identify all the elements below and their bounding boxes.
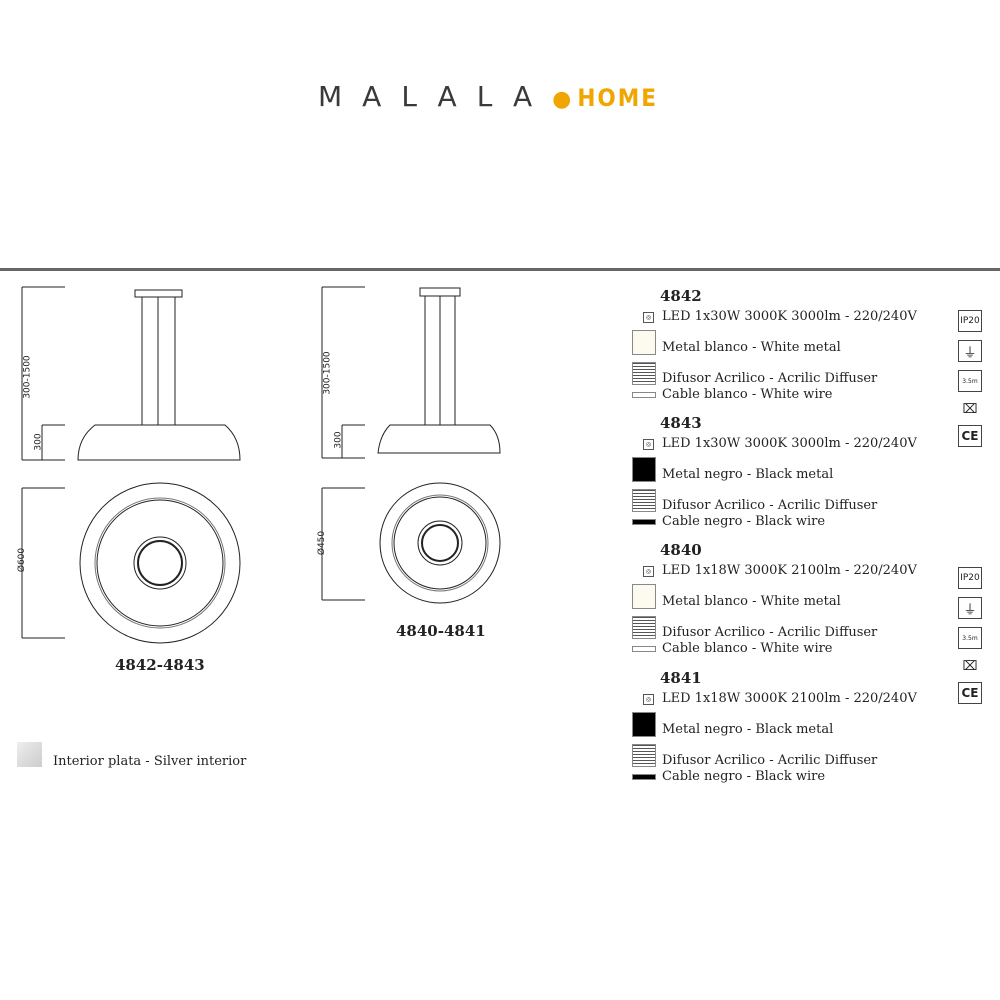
cable-swatch: [632, 392, 656, 398]
diffuser-swatch: [632, 744, 656, 767]
weee-bin-icon: ⌧: [962, 658, 978, 674]
technical-drawings: [21, 286, 501, 644]
diffuser-text: Difusor Acrilico - Acrilic Diffuser: [662, 371, 878, 386]
silver-legend-text: Interior plata - Silver interior: [53, 754, 247, 769]
model-label-large: 4842-4843: [115, 656, 205, 674]
dim-height-small: 300-1500: [322, 351, 333, 395]
silver-swatch: [17, 742, 42, 767]
earth-class-icon: ⏚: [958, 340, 982, 362]
logo-dot: ●: [552, 87, 572, 112]
ip20-icon: IP20: [958, 567, 982, 589]
led-spec: LED 1x30W 3000K 3000lm - 220/240V: [662, 309, 917, 324]
cable-text: Cable negro - Black wire: [662, 514, 826, 529]
dim-height-large: 300-1500: [22, 355, 33, 399]
model-code: 4841: [660, 669, 702, 687]
ce-mark-icon: CE: [958, 425, 982, 447]
diffuser-text: Difusor Acrilico - Acrilic Diffuser: [662, 753, 878, 768]
model-code: 4843: [660, 414, 702, 432]
cable-swatch: [632, 519, 656, 525]
brand-logo: MALALA●HOME: [318, 80, 658, 113]
model-code: 4842: [660, 287, 702, 305]
led-spec: LED 1x30W 3000K 3000lm - 220/240V: [662, 436, 917, 451]
logo-sub: HOME: [577, 84, 658, 112]
metal-swatch: [632, 584, 656, 609]
diffuser-swatch: [632, 362, 656, 385]
led-icon: ◎: [643, 694, 654, 705]
logo-text: MALALA: [318, 80, 553, 113]
model-label-small: 4840-4841: [396, 622, 486, 640]
model-code: 4840: [660, 541, 702, 559]
led-icon: ◎: [643, 312, 654, 323]
led-spec: LED 1x18W 3000K 2100lm - 220/240V: [662, 691, 917, 706]
earth-class-icon: ⏚: [958, 597, 982, 619]
diffuser-text: Difusor Acrilico - Acrilic Diffuser: [662, 625, 878, 640]
cable-text: Cable negro - Black wire: [662, 769, 826, 784]
metal-text: Metal negro - Black metal: [662, 467, 834, 482]
metal-swatch: [632, 330, 656, 355]
weee-bin-icon: ⌧: [962, 401, 978, 417]
metal-text: Metal negro - Black metal: [662, 722, 834, 737]
divider: [0, 268, 1000, 271]
dim-shade-small: 300: [333, 431, 344, 449]
cable-text: Cable blanco - White wire: [662, 641, 833, 656]
led-spec: LED 1x18W 3000K 2100lm - 220/240V: [662, 563, 917, 578]
diffuser-swatch: [632, 616, 656, 639]
metal-swatch: [632, 712, 656, 737]
metal-text: Metal blanco - White metal: [662, 340, 841, 355]
metal-text: Metal blanco - White metal: [662, 594, 841, 609]
ip20-icon: IP20: [958, 310, 982, 332]
cable-swatch: [632, 774, 656, 780]
dim-shade-large: 300: [33, 433, 44, 451]
cable-length-icon: 3.5m: [958, 370, 982, 392]
cable-text: Cable blanco - White wire: [662, 387, 833, 402]
drawing-small-side: [321, 286, 501, 604]
diffuser-swatch: [632, 489, 656, 512]
dim-diameter-large: Ø600: [17, 547, 28, 573]
cable-length-icon: 3.5m: [958, 627, 982, 649]
led-icon: ◎: [643, 439, 654, 450]
cable-swatch: [632, 646, 656, 652]
metal-swatch: [632, 457, 656, 482]
diffuser-text: Difusor Acrilico - Acrilic Diffuser: [662, 498, 878, 513]
ce-mark-icon: CE: [958, 682, 982, 704]
led-icon: ◎: [643, 566, 654, 577]
drawing-large-side: [21, 286, 241, 644]
dim-diameter-small: Ø450: [317, 530, 328, 556]
